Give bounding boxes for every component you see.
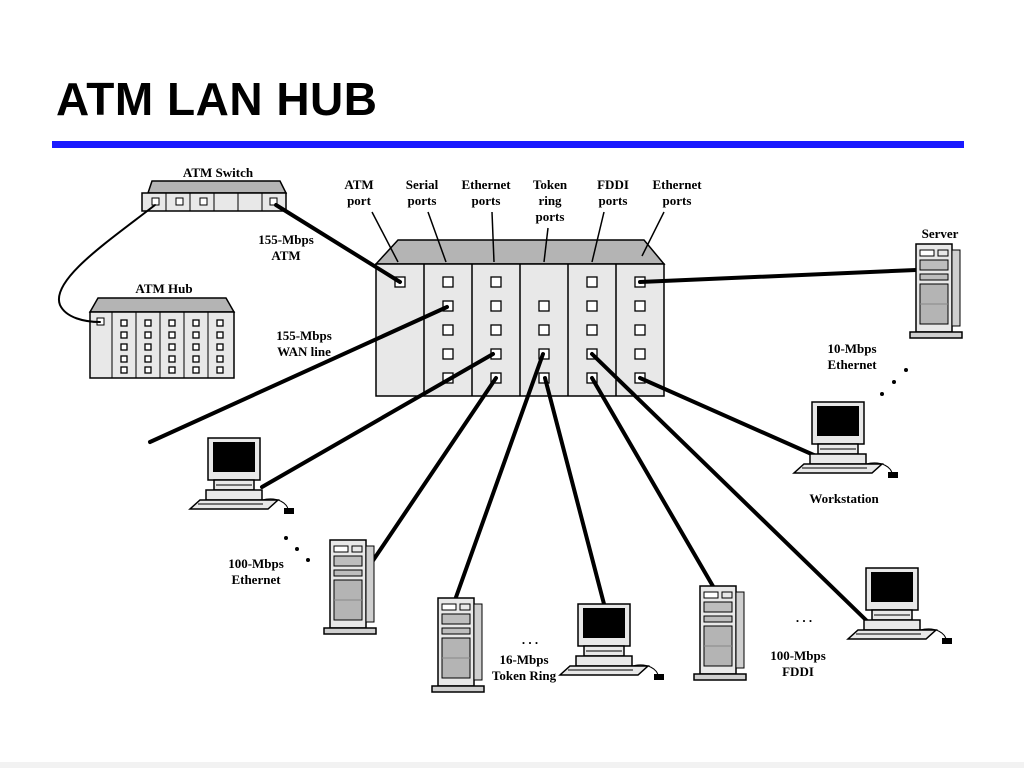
atm-hub-port <box>144 319 152 327</box>
dots-10mbps <box>880 368 908 396</box>
atm-hub-port <box>120 343 128 351</box>
atm-hub-port <box>144 343 152 351</box>
label-10mbps-2: Ethernet <box>827 357 877 372</box>
label-16mbps-1: 16-Mbps <box>499 652 548 667</box>
hub-port <box>634 324 646 336</box>
label-atm-hub: ATM Hub <box>135 281 192 296</box>
atm-hub-port <box>192 331 200 339</box>
dots-fddi: . . . <box>796 610 812 625</box>
label-token-ring-2: ring <box>538 193 562 208</box>
atm-hub-port <box>120 331 128 339</box>
atm-hub-port <box>144 355 152 363</box>
atm-hub-port <box>192 355 200 363</box>
label-155-wan-1: 155-Mbps <box>276 328 332 343</box>
atm-hub-port <box>168 319 176 327</box>
hub-port <box>538 300 550 312</box>
label-serial-ports-2: ports <box>408 193 437 208</box>
label-server: Server <box>922 226 959 241</box>
hub-port <box>490 276 502 288</box>
label-10mbps-1: 10-Mbps <box>827 341 876 356</box>
label-100-eth-1: 100-Mbps <box>228 556 284 571</box>
hub-port <box>442 348 454 360</box>
atm-hub-ports <box>120 319 224 374</box>
title-rule <box>52 141 964 148</box>
label-serial-ports-1: Serial <box>406 177 439 192</box>
atm-hub-port <box>120 355 128 363</box>
label-atm-port-1: ATM <box>344 177 373 192</box>
label-workstation: Workstation <box>809 491 879 506</box>
token-ring-tower <box>431 597 485 693</box>
label-16mbps-2: Token Ring <box>492 668 557 683</box>
token-ring-pc <box>559 603 665 681</box>
hub-port <box>634 348 646 360</box>
fddi-tower <box>693 585 747 681</box>
atm-hub-port <box>216 355 224 363</box>
label-fddi-ports-1: FDDI <box>597 177 629 192</box>
switch-hub-link <box>57 204 156 323</box>
ethernet-tower-left <box>323 539 377 635</box>
dots-100-ethernet <box>284 536 310 562</box>
atm-hub-port <box>192 319 200 327</box>
bottom-strip <box>0 762 1024 768</box>
atm-hub-port <box>168 355 176 363</box>
atm-hub-port <box>120 319 128 327</box>
hub-port <box>442 324 454 336</box>
atm-hub-port <box>144 366 152 374</box>
hub-port <box>586 324 598 336</box>
label-atm-port-2: port <box>347 193 372 208</box>
label-ethernet-ports-1b: ports <box>472 193 501 208</box>
atm-hub-port <box>192 343 200 351</box>
atm-hub-port <box>192 366 200 374</box>
atm-hub-port <box>168 366 176 374</box>
label-token-ring-1: Token <box>533 177 568 192</box>
hub-port <box>586 300 598 312</box>
atm-hub-port <box>168 343 176 351</box>
slide-title: ATM LAN HUB <box>56 73 378 125</box>
label-token-ring-3: ports <box>536 209 565 224</box>
atm-hub-port <box>168 331 176 339</box>
label-155-atm-1: 155-Mbps <box>258 232 314 247</box>
atm-hub <box>88 297 236 379</box>
hub-port <box>634 300 646 312</box>
label-100-fddi-1: 100-Mbps <box>770 648 826 663</box>
label-ethernet-ports-2a: Ethernet <box>652 177 702 192</box>
hub-port <box>586 276 598 288</box>
atm-hub-port <box>144 331 152 339</box>
network-links <box>148 203 918 624</box>
label-155-atm-2: ATM <box>271 248 300 263</box>
label-100-eth-2: Ethernet <box>231 572 281 587</box>
label-atm-switch: ATM Switch <box>183 165 254 180</box>
label-ethernet-ports-2b: ports <box>663 193 692 208</box>
fddi-pc <box>847 567 953 645</box>
workstation-pc <box>793 401 899 479</box>
atm-hub-port <box>216 331 224 339</box>
server-tower <box>909 243 963 339</box>
atm-hub-port <box>216 366 224 374</box>
atm-lan-hub <box>374 239 666 397</box>
label-155-wan-2: WAN line <box>277 344 331 359</box>
atm-hub-port <box>120 366 128 374</box>
hub-port <box>490 300 502 312</box>
atm-hub-port <box>216 343 224 351</box>
hub-port <box>538 324 550 336</box>
label-100-fddi-2: FDDI <box>782 664 814 679</box>
dots-token-ring: . . . <box>522 632 538 647</box>
label-ethernet-ports-1a: Ethernet <box>461 177 511 192</box>
label-fddi-ports-2: ports <box>599 193 628 208</box>
hub-port <box>442 276 454 288</box>
port-label-pointers <box>371 211 665 263</box>
atm-switch <box>141 180 288 212</box>
hub-port <box>490 324 502 336</box>
atm-hub-port <box>216 319 224 327</box>
